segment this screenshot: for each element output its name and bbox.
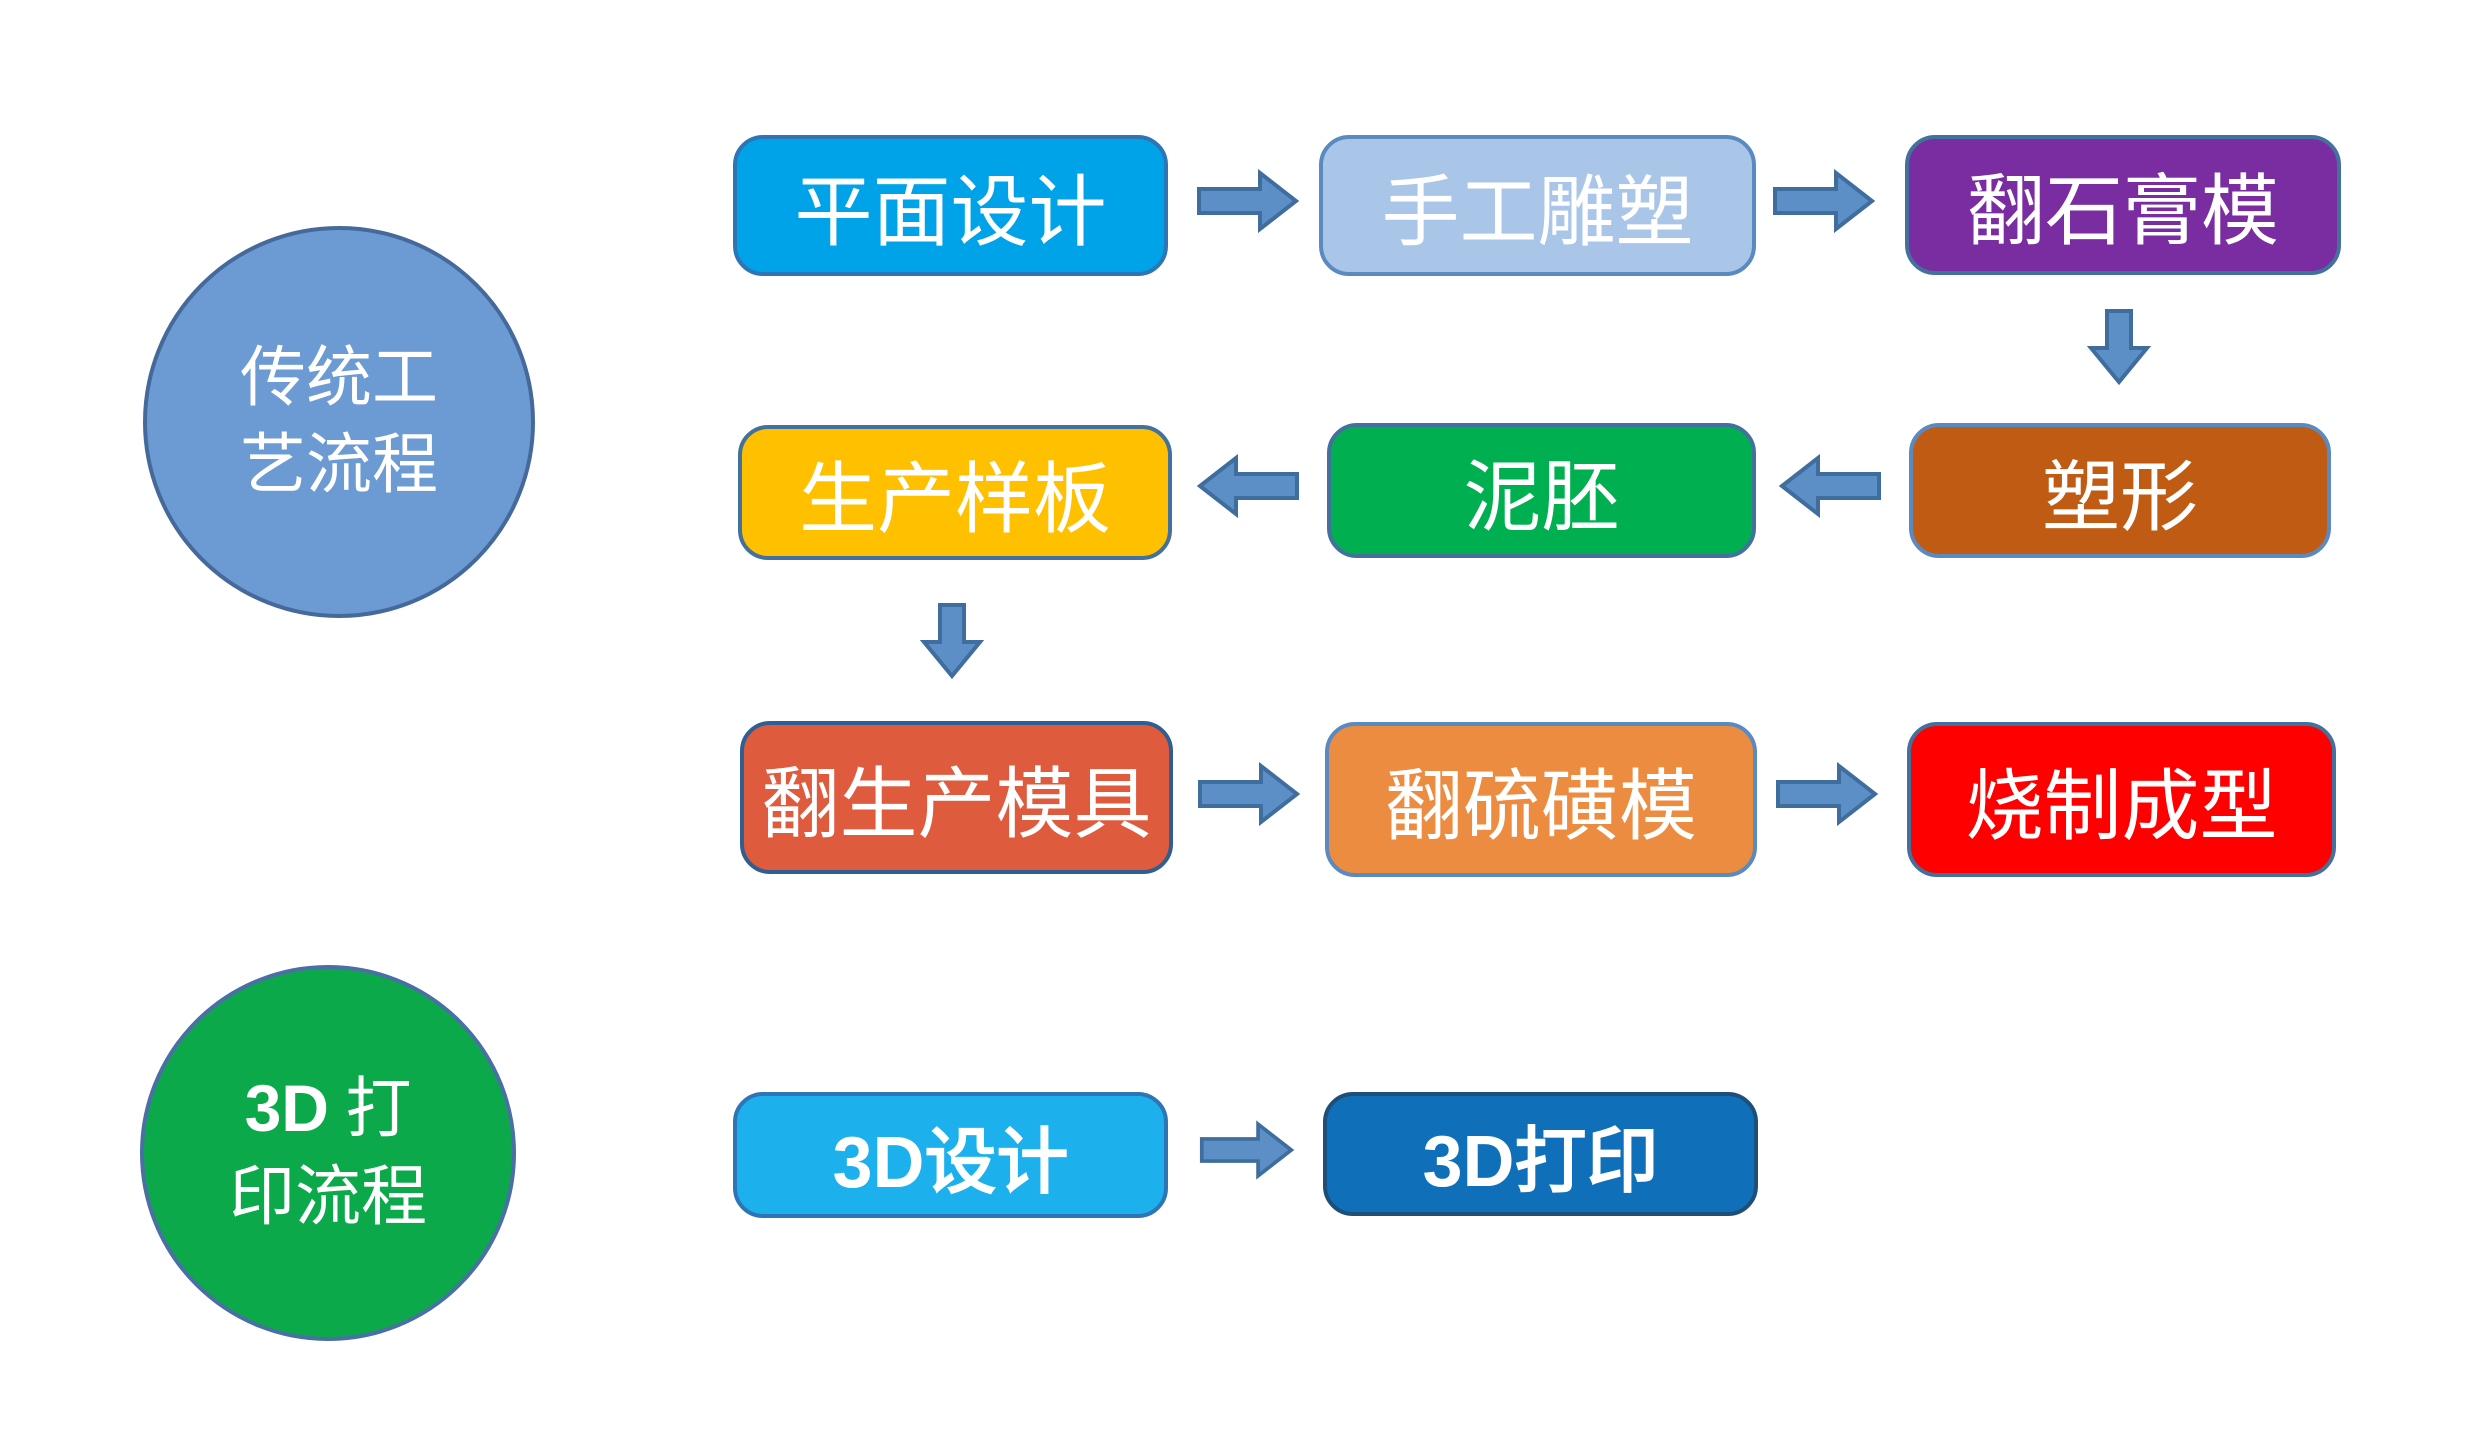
arrow-sample-to-mold-icon — [920, 603, 984, 680]
step-production-mold: 翻生产模具 — [740, 721, 1173, 874]
step-label: 泥胚 — [1463, 453, 1620, 541]
step-plaster-mold: 翻石膏模 — [1905, 135, 2341, 275]
step-3d-design: 3D设计 — [733, 1092, 1168, 1218]
circle-label-line1: 3D 打 — [244, 1071, 412, 1147]
step-label: 塑形 — [2041, 453, 2198, 541]
step-label: 翻石膏模 — [1966, 168, 2279, 255]
arrow-sulfur-to-firing-icon — [1776, 762, 1879, 826]
arrow-sculpt-to-plaster-icon — [1773, 169, 1876, 233]
step-label: 翻生产模具 — [761, 760, 1152, 848]
printing-process-circle: 3D 打 印流程 — [140, 965, 516, 1341]
step-label: 翻硫磺模 — [1384, 762, 1697, 850]
step-graphic-design: 平面设计 — [733, 135, 1168, 276]
step-label: 平面设计 — [794, 168, 1107, 256]
traditional-process-circle: 传统工 艺流程 — [143, 226, 535, 618]
arrow-shaping-to-clay-icon — [1778, 454, 1881, 518]
circle-label-line1: 传统工 — [240, 341, 438, 415]
step-firing: 烧制成型 — [1907, 722, 2336, 877]
step-clay-blank: 泥胚 — [1327, 423, 1756, 558]
arrow-design-to-sculpt-icon — [1197, 169, 1300, 233]
step-production-sample: 生产样板 — [738, 425, 1172, 560]
arrow-clay-to-sample-icon — [1196, 454, 1299, 518]
arrow-plaster-to-shaping-icon — [2087, 309, 2151, 386]
step-sulfur-mold: 翻硫磺模 — [1325, 722, 1757, 877]
step-3d-print: 3D打印 — [1323, 1092, 1758, 1216]
step-hand-sculpting: 手工雕塑 — [1319, 135, 1756, 276]
step-label: 3D打印 — [1422, 1121, 1659, 1202]
arrow-3ddesign-to-3dprint-icon — [1199, 1120, 1295, 1180]
circle-label-line2: 印流程 — [229, 1160, 427, 1234]
step-shaping: 塑形 — [1909, 423, 2331, 558]
step-label: 3D设计 — [832, 1122, 1069, 1203]
step-label: 生产样板 — [798, 455, 1111, 543]
circle-label-3d: 3D — [244, 1071, 329, 1146]
step-label: 手工雕塑 — [1381, 168, 1694, 256]
arrow-mold-to-sulfur-icon — [1198, 762, 1301, 826]
circle-label-line2: 艺流程 — [240, 429, 438, 502]
step-label: 烧制成型 — [1965, 762, 2278, 850]
